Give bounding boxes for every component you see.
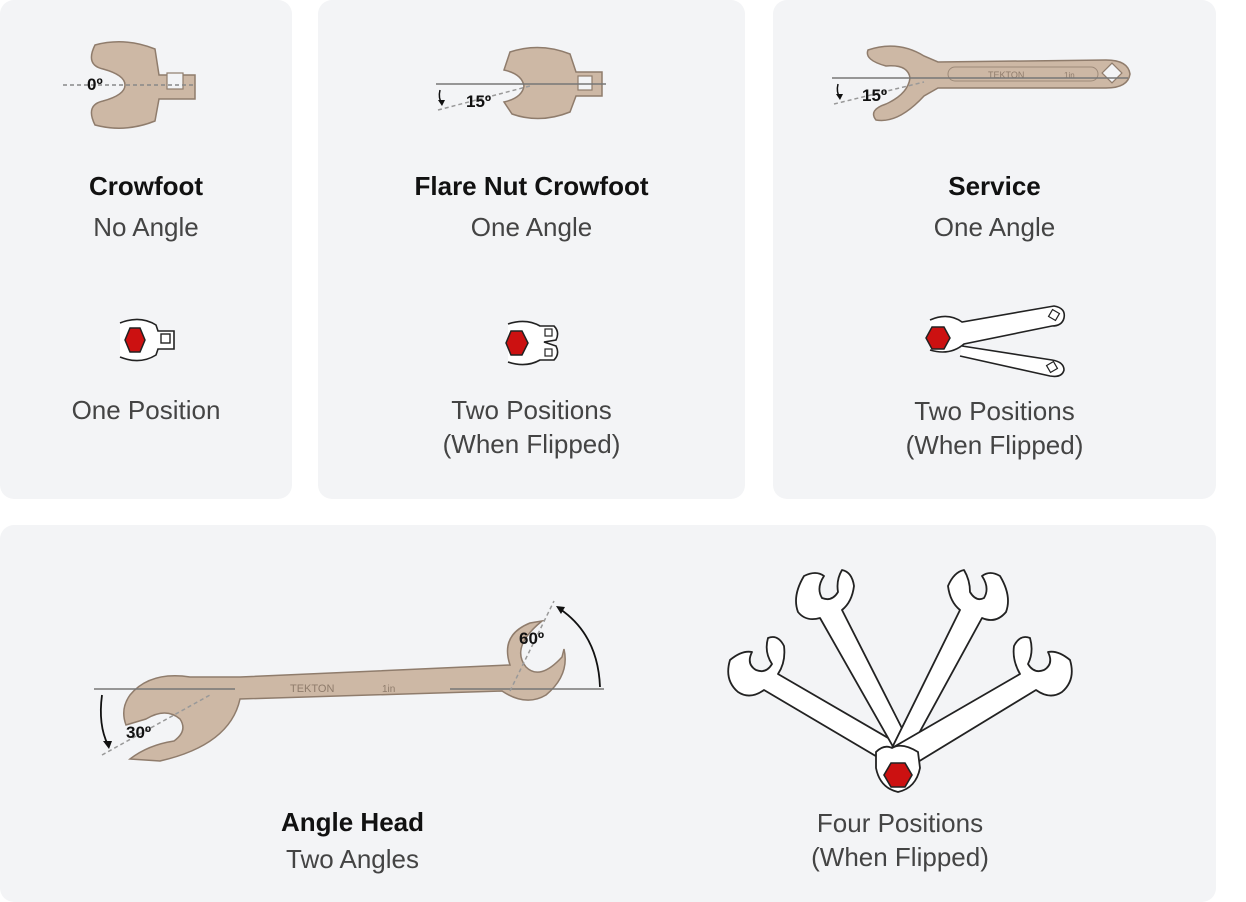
angle-head-position-icon <box>727 569 1073 793</box>
service-angle-text: One Angle <box>933 212 1056 242</box>
flare-nut-angle-text: One Angle <box>470 212 593 242</box>
crowfoot-angle-text: No Angle <box>93 212 199 242</box>
service-positions-line2: (When Flipped) <box>905 430 1084 460</box>
angle-head-engraving-brand: TEKTON <box>290 683 334 695</box>
angle-head-wrench-icon: TEKTON 1in 30º 60º <box>94 600 604 762</box>
crowfoot-positions-line1: One Position <box>71 395 221 425</box>
angle-head-angle-text: Two Angles <box>286 844 419 874</box>
crowfoot-position-icon <box>119 318 175 362</box>
service-position-icon <box>925 305 1066 378</box>
service-title: Service <box>948 171 1041 201</box>
service-wrench-icon: TEKTON 1in 15º <box>832 45 1131 122</box>
flare-nut-position-icon <box>505 320 559 366</box>
angle-head-positions-line1: Four Positions <box>816 808 984 838</box>
crowfoot-angle-badge: 0º <box>87 75 103 94</box>
service-engraving-size: 1in <box>1064 71 1075 80</box>
service-positions: Two Positions (When Flipped) <box>773 394 1216 462</box>
angle-head-title: Angle Head <box>280 807 425 837</box>
flare-nut-title: Flare Nut Crowfoot <box>414 171 649 201</box>
flare-nut-positions-line1: Two Positions <box>451 395 612 425</box>
service-angle-badge: 15º <box>862 86 887 105</box>
crowfoot-positions: One Position <box>0 393 292 427</box>
flare-nut-angle-badge: 15º <box>466 92 491 111</box>
crowfoot-title: Crowfoot <box>88 171 204 201</box>
flare-nut-wrench-icon: 15º <box>436 46 606 120</box>
service-positions-line1: Two Positions <box>914 396 1075 426</box>
service-engraving-brand: TEKTON <box>988 70 1024 80</box>
angle-head-positions-line2: (When Flipped) <box>811 842 989 872</box>
flare-nut-positions-line2: (When Flipped) <box>442 429 621 459</box>
angle-head-engraving-size: 1in <box>382 684 395 695</box>
angle-head-badge-30: 30º <box>126 723 151 742</box>
flare-nut-positions: Two Positions (When Flipped) <box>318 393 745 461</box>
angle-head-badge-60: 60º <box>519 629 544 648</box>
angle-head-positions: Four Positions (When Flipped) <box>730 806 1070 874</box>
crowfoot-wrench-icon: 0º <box>63 41 196 129</box>
